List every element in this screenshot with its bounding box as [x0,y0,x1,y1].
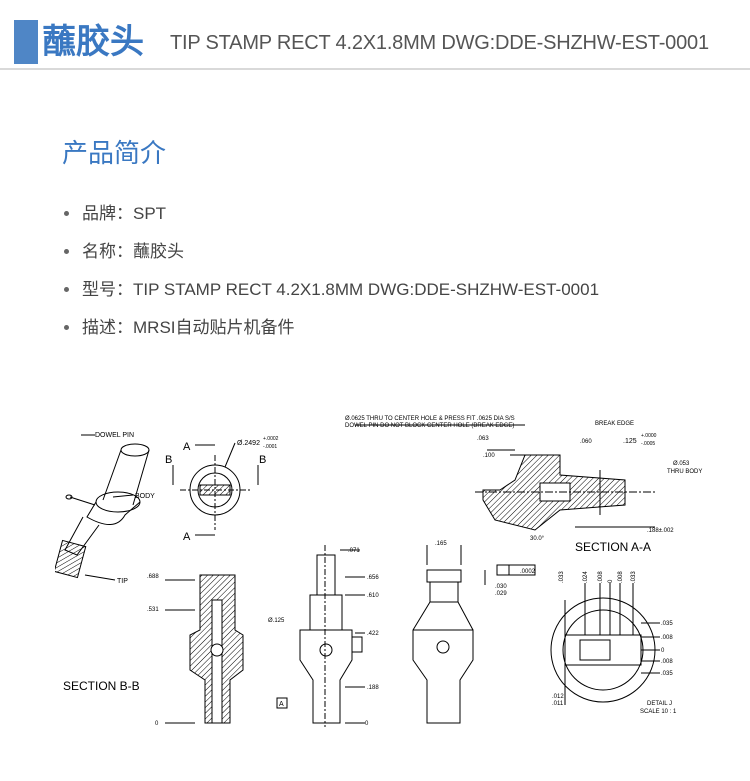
dim-detail-008: .008 [598,571,604,583]
product-title-cn: 蘸胶头 [42,22,144,62]
note-dowel-pin-2: DOWEL PIN DO NOT BLOCK CENTER HOLE (BREA… [345,423,514,429]
side-view [412,545,536,724]
label-body: BODY [135,493,155,500]
info-brand-text: 品牌：SPT [82,204,167,223]
note-dowel-pin: Ø.0625 THRU TO CENTER HOLE & PRESS FIT .… [345,416,515,422]
header-divider [0,68,750,70]
dim-detail-024: .024 [583,571,589,583]
dim-diameter: Ø.2492 [237,440,260,447]
label-detail-j: DETAIL J [647,701,672,707]
bullet-icon [64,249,69,254]
info-name-text: 名称：蘸胶头 [82,242,184,261]
dim-tol-plus: +.0002 [263,436,279,442]
info-brand: 品牌：SPT [62,196,599,234]
label-b-right: B [259,454,266,466]
dim-angle: 30.0° [530,536,545,542]
dim-063: .063 [477,436,489,442]
dim-422: .422 [367,631,379,637]
label-dowel-pin: DOWEL PIN [95,432,134,439]
dim-125: .125 [623,438,637,445]
bullet-icon [64,287,69,292]
dim-zero-left: 0 [155,721,159,727]
bullet-icon [64,211,69,216]
info-model-text: 型号：TIP STAMP RECT 4.2X1.8MM DWG:DDE-SHZH… [82,280,600,299]
front-view [276,545,365,727]
dim-029: .029 [495,591,507,597]
label-section-aa: SECTION A-A [575,540,651,554]
product-title-en: TIP STAMP RECT 4.2X1.8MM DWG:DDE-SHZHW-E… [170,32,709,54]
dim-688: .688 [147,574,159,580]
label-tip: TIP [117,578,128,585]
detail-j-view [550,583,660,705]
label-section-bb: SECTION B-B [63,679,140,693]
dim-detail-033-a: .033 [559,571,565,583]
datum-a: A [279,701,284,708]
dim-053: Ø.053 [673,461,690,467]
isometric-view [55,434,150,581]
dim-detail-011: .011 [552,701,564,707]
dim-tol-plus-0000: +.0000 [641,433,657,439]
label-scale: SCALE 10 : 1 [640,709,677,715]
page-header: 蘸胶头 TIP STAMP RECT 4.2X1.8MM DWG:DDE-SHZ… [0,10,750,70]
dim-detail-0-b: 0 [661,648,665,654]
info-description-text: 描述：MRSI自动贴片机备件 [82,318,295,337]
dim-detail-008-c: .008 [661,635,673,641]
label-break-edge: BREAK EDGE [595,421,634,427]
technical-drawing: DOWEL PIN BODY TIP A A B B Ø.2492 +.0002… [55,416,702,727]
dim-071: .071 [348,548,360,554]
dim-165: .165 [435,541,447,547]
section-bb-view [165,574,244,724]
dim-detail-035-a: .035 [661,621,673,627]
info-name: 名称：蘸胶头 [62,234,599,272]
dim-phi-125: Ø.125 [268,618,285,624]
top-view [172,442,259,536]
dim-detail-012: .012 [552,694,564,700]
dim-100: .100 [483,453,495,459]
section-aa-view [355,424,655,531]
dim-060: .060 [580,439,592,445]
info-description: 描述：MRSI自动贴片机备件 [62,310,599,348]
dim-610: .610 [367,593,379,599]
dim-tol-minus-0005: -.0005 [641,441,655,447]
dim-detail-0: 0 [608,579,614,583]
dim-188-tol: .188±.002 [647,528,674,534]
dim-detail-008-b: .008 [618,571,624,583]
dim-detail-033-b: .033 [631,571,637,583]
bullet-icon [64,325,69,330]
dim-188: .188 [367,685,379,691]
intro-heading: 产品简介 [62,139,167,169]
product-info-list: 品牌：SPT 名称：蘸胶头 型号：TIP STAMP RECT 4.2X1.8M… [62,196,599,348]
dim-detail-035-b: .035 [661,671,673,677]
header-accent-bar [14,20,38,64]
label-a-top: A [183,441,191,453]
dim-detail-008-d: .008 [661,659,673,665]
dim-flatness: .0002 [520,569,536,575]
label-a-bottom: A [183,531,191,543]
dim-zero-right: 0 [365,721,369,727]
label-thru-body: THRU BODY [667,469,702,475]
info-model: 型号：TIP STAMP RECT 4.2X1.8MM DWG:DDE-SHZH… [62,272,599,310]
dim-030: .030 [495,584,507,590]
label-b-left: B [165,454,172,466]
dim-656: .656 [367,575,379,581]
dim-tol-minus: -.0001 [263,444,277,450]
dim-531: .531 [147,607,159,613]
